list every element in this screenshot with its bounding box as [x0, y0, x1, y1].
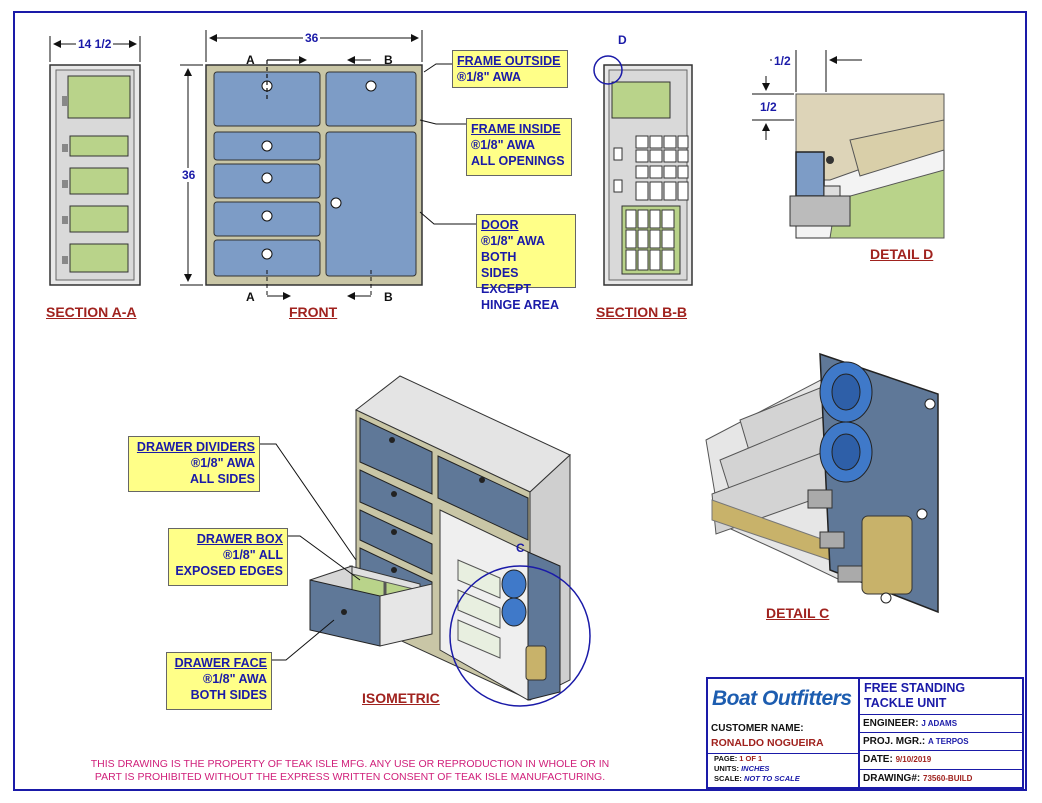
note-drawer-dividers-title: DRAWER DIVIDERS: [136, 440, 255, 454]
note-door-line-2: SIDES EXCEPT: [481, 266, 532, 296]
customer-label: CUSTOMER NAME:: [711, 723, 804, 734]
legal-line-1: THIS DRAWING IS THE PROPERTY OF TEAK ISL…: [90, 758, 610, 770]
label-isometric: ISOMETRIC: [362, 690, 440, 706]
title-block: Boat Outfitters CUSTOMER NAME: RONALDO N…: [706, 677, 1024, 789]
detail-c-view: [705, 352, 939, 614]
note-frame-inside-line-1: ®1/8" AWA: [471, 138, 535, 152]
note-drawer-face-line-2: BOTH SIDES: [190, 688, 267, 702]
note-drawer-face: DRAWER FACE ®1/8" AWA BOTH SIDES: [166, 652, 272, 710]
scale-info: SCALE: NOT TO SCALE: [714, 774, 800, 783]
label-section-bb: SECTION B-B: [596, 304, 687, 320]
cut-mark-b-bottom: B: [384, 290, 393, 304]
drawing-number-row: DRAWING#: 73560-BUILD: [860, 769, 1022, 787]
note-frame-inside-line-2: ALL OPENINGS: [471, 154, 565, 168]
dim-detail-v: 1/2: [758, 100, 779, 114]
date-row: DATE: 9/10/2019: [860, 750, 1022, 769]
note-frame-outside: FRAME OUTSIDE ®1/8" AWA: [452, 50, 568, 88]
drawing-meta: PAGE: 1 OF 1 UNITS: INCHES SCALE: NOT TO…: [708, 753, 858, 788]
cut-mark-a-bottom: A: [246, 290, 255, 304]
proj-mgr-row: PROJ. MGR.: A TERPOS: [860, 732, 1022, 750]
dim-front-width: 36: [303, 31, 321, 45]
note-drawer-box-line-1: ®1/8" ALL: [223, 548, 283, 562]
title-block-right: FREE STANDING TACKLE UNIT ENGINEER: J AD…: [860, 679, 1022, 787]
note-frame-inside: FRAME INSIDE ®1/8" AWA ALL OPENINGS: [466, 118, 572, 176]
isometric-view: [260, 375, 591, 707]
cut-mark-b-top: B: [384, 53, 393, 67]
note-drawer-dividers: DRAWER DIVIDERS ®1/8" AWA ALL SIDES: [128, 436, 260, 492]
note-drawer-dividers-line-2: ALL SIDES: [189, 472, 255, 486]
legal-line-2: PART IS PROHIBITED WITHOUT THE EXPRESS W…: [94, 771, 606, 783]
front-view: [180, 30, 476, 300]
note-drawer-box-title: DRAWER BOX: [196, 532, 283, 546]
dim-detail-h: 1/2: [772, 54, 793, 68]
company-logo: Boat Outfitters: [710, 685, 856, 717]
engineer-row: ENGINEER: J ADAMS: [860, 714, 1022, 732]
detail-d-view: [752, 50, 945, 239]
section-aa-view: [49, 36, 141, 286]
note-drawer-dividers-line-1: ®1/8" AWA: [191, 456, 255, 470]
label-section-aa: SECTION A-A: [46, 304, 137, 320]
note-door-line-3: HINGE AREA: [481, 298, 560, 312]
note-drawer-face-line-1: ®1/8" AWA: [203, 672, 267, 686]
note-frame-outside-title: FRAME OUTSIDE: [457, 54, 561, 68]
note-frame-outside-line: ®1/8" AWA: [457, 70, 521, 84]
drawing-title: FREE STANDING TACKLE UNIT: [864, 681, 966, 710]
cut-mark-a-top: A: [246, 53, 255, 67]
note-door: DOOR ®1/8" AWA BOTH SIDES EXCEPT HINGE A…: [476, 214, 576, 312]
title-block-left: Boat Outfitters CUSTOMER NAME: RONALDO N…: [708, 679, 860, 787]
legal-notice: THIS DRAWING IS THE PROPERTY OF TEAK ISL…: [80, 758, 620, 784]
callout-d: D: [618, 33, 627, 47]
label-front: FRONT: [289, 304, 338, 320]
dim-front-height: 36: [180, 168, 198, 182]
note-drawer-face-title: DRAWER FACE: [174, 656, 267, 670]
note-door-title: DOOR: [481, 218, 519, 232]
units-info: UNITS: INCHES: [714, 764, 770, 773]
note-door-line-1: ®1/8" AWA BOTH: [481, 234, 545, 264]
section-bb-view: [593, 55, 693, 286]
company-logo-text: Boat Outfitters: [712, 687, 852, 710]
customer-name: RONALDO NOGUEIRA: [711, 737, 824, 749]
callout-c: C: [516, 541, 525, 555]
note-drawer-box-line-2: EXPOSED EDGES: [175, 564, 283, 578]
note-drawer-box: DRAWER BOX ®1/8" ALL EXPOSED EDGES: [168, 528, 288, 586]
label-detail-c: DETAIL C: [766, 605, 830, 621]
dim-section-width: 14 1/2: [76, 37, 114, 51]
note-frame-inside-title: FRAME INSIDE: [471, 122, 561, 136]
page-info: PAGE: 1 OF 1: [714, 754, 763, 763]
label-detail-d: DETAIL D: [870, 246, 934, 262]
sheet-border: [13, 11, 1027, 791]
